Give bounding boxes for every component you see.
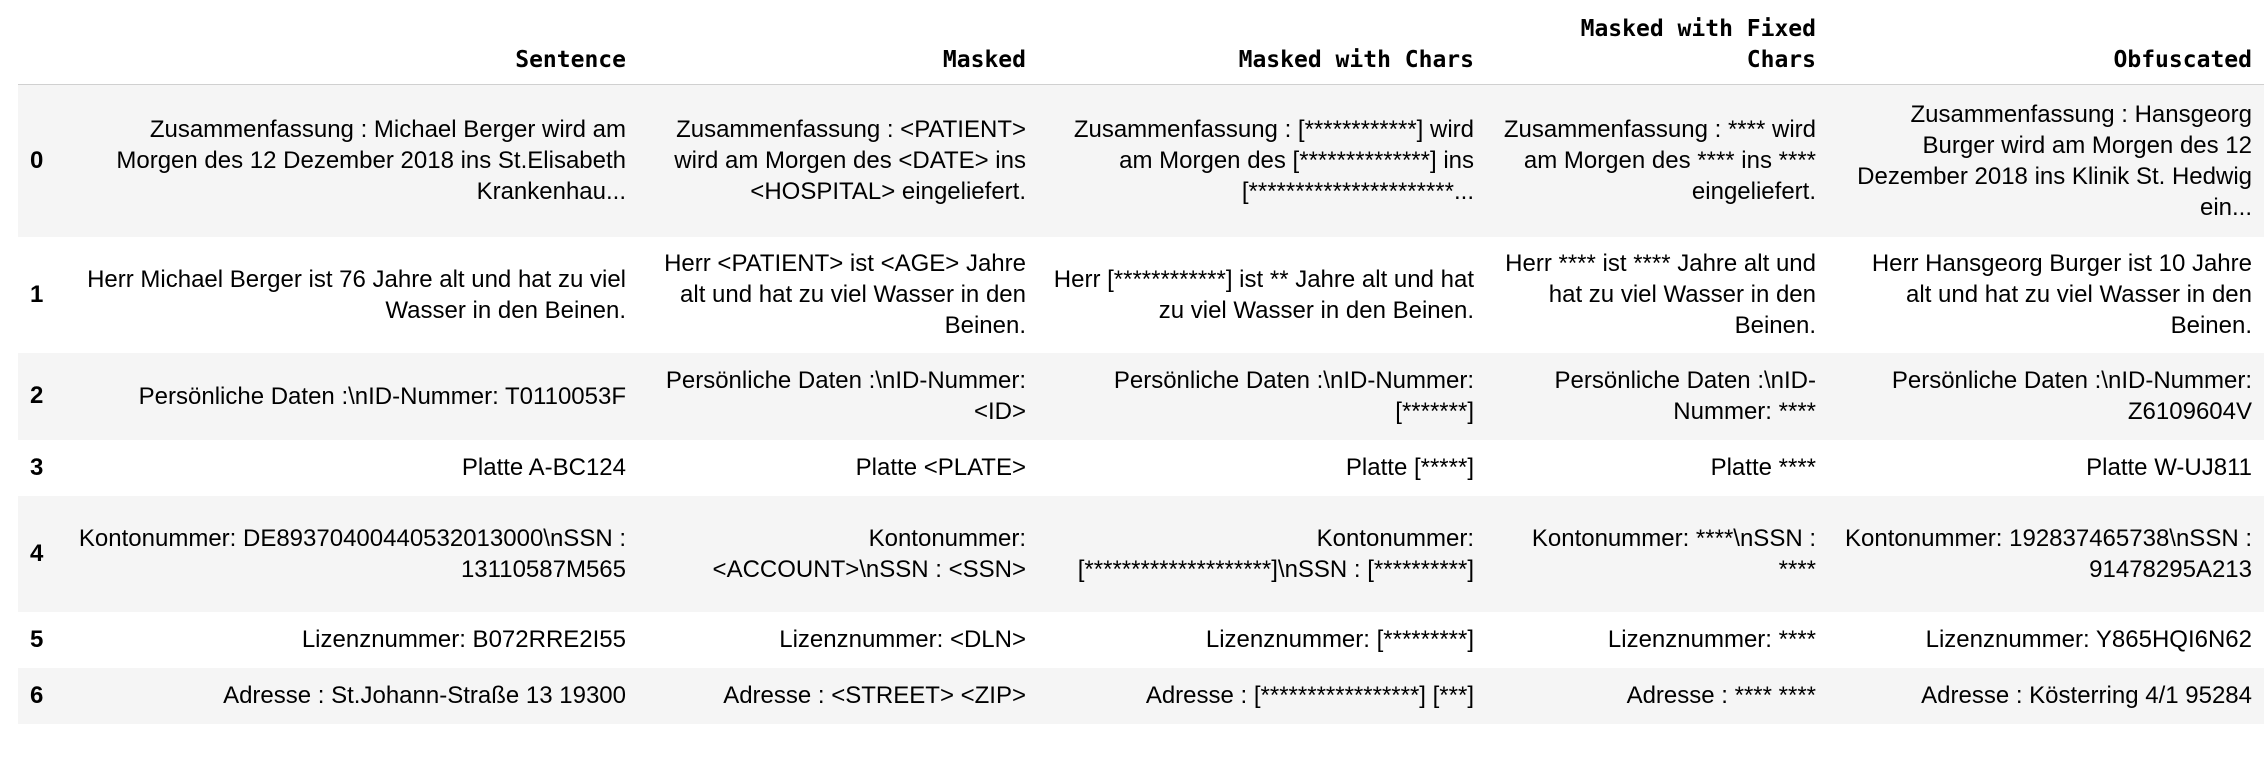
row-index: 1 [30,280,44,308]
cell-masked-with-chars: Herr [************] ist ** Jahre alt und… [1053,265,1474,324]
table-row: 1 Herr Michael Berger ist 76 Jahre alt u… [18,236,2264,353]
table-row: 3 Platte A-BC124 Platte <PLATE> Platte [… [18,439,2264,496]
dataframe-table: Sentence Masked Masked with Chars Masked… [18,0,2264,724]
row-index: 6 [30,681,44,709]
cell-sentence: Kontonummer: DE89370400440532013000\nSSN… [78,524,626,583]
cell-masked-with-fixed-chars: Zusammenfassung : **** wird am Morgen de… [1503,116,1816,206]
row-index: 2 [30,382,44,409]
cell-sentence: Zusammenfassung : Michael Berger wird am… [116,116,626,206]
cell-obfuscated: Herr Hansgeorg Burger ist 10 Jahre alt u… [1871,250,2252,339]
cell-masked-with-fixed-chars: Adresse : **** **** [1626,682,1816,709]
cell-masked-with-chars: Kontonummer: [********************]\nSSN… [1077,524,1474,583]
column-header-masked-with-chars: Masked with Chars [1038,0,1486,85]
cell-sentence: Platte A-BC124 [461,454,626,481]
cell-obfuscated: Persönliche Daten :\nID-Nummer: Z6109604… [1891,367,2252,425]
cell-obfuscated: Kontonummer: 192837465738\nSSN : 9147829… [1845,524,2252,583]
column-header-masked: Masked [638,0,1038,85]
cell-obfuscated: Lizenznummer: Y865HQI6N62 [1925,626,2252,653]
row-index: 0 [30,146,44,174]
column-header-masked-with-fixed-chars: Masked with Fixed Chars [1486,0,1828,85]
cell-obfuscated: Adresse : Kösterring 4/1 95284 [1921,682,2252,709]
cell-masked-with-fixed-chars: Kontonummer: ****\nSSN : **** [1531,524,1816,583]
column-header-obfuscated: Obfuscated [1828,0,2264,85]
cell-sentence: Lizenznummer: B072RRE2I55 [301,626,626,653]
dataframe-output: Sentence Masked Masked with Chars Masked… [18,0,2264,724]
table-row: 0 Zusammenfassung : Michael Berger wird … [18,84,2264,237]
cell-masked-with-chars: Zusammenfassung : [************] wird am… [1073,116,1474,206]
cell-masked: Zusammenfassung : <PATIENT> wird am Morg… [674,116,1026,206]
cell-masked-with-chars: Platte [*****] [1345,454,1474,481]
cell-masked: Herr <PATIENT> ist <AGE> Jahre alt und h… [664,250,1026,339]
cell-sentence: Persönliche Daten :\nID-Nummer: T0110053… [138,382,626,410]
cell-masked-with-fixed-chars: Persönliche Daten :\nID-Nummer: **** [1554,367,1816,425]
cell-sentence: Adresse : St.Johann-Straße 13 19300 [223,682,626,709]
cell-masked: Adresse : <STREET> <ZIP> [723,682,1026,709]
table-row: 5 Lizenznummer: B072RRE2I55 Lizenznummer… [18,611,2264,668]
table-row: 4 Kontonummer: DE89370400440532013000\nS… [18,495,2264,612]
cell-masked: Platte <PLATE> [855,454,1026,481]
row-index: 3 [30,453,44,481]
cell-masked: Lizenznummer: <DLN> [779,626,1026,653]
table-row: 6 Adresse : St.Johann-Straße 13 19300 Ad… [18,667,2264,724]
cell-obfuscated: Zusammenfassung : Hansgeorg Burger wird … [1857,100,2252,221]
cell-sentence: Herr Michael Berger ist 76 Jahre alt und… [87,265,626,324]
row-index: 4 [30,539,44,567]
column-header-sentence: Sentence [64,0,638,85]
cell-masked: Persönliche Daten :\nID-Nummer: <ID> [665,367,1026,425]
index-header [18,0,64,85]
table-row: 2 Persönliche Daten :\nID-Nummer: T01100… [18,352,2264,440]
header-row: Sentence Masked Masked with Chars Masked… [18,0,2264,85]
cell-masked: Kontonummer: <ACCOUNT>\nSSN : <SSN> [712,524,1026,583]
cell-masked-with-chars: Persönliche Daten :\nID-Nummer: [*******… [1113,367,1474,425]
cell-masked-with-fixed-chars: Lizenznummer: **** [1607,626,1816,653]
cell-obfuscated: Platte W-UJ811 [2086,454,2252,481]
cell-masked-with-chars: Lizenznummer: [*********] [1205,626,1474,653]
cell-masked-with-fixed-chars: Herr **** ist **** Jahre alt und hat zu … [1505,250,1816,339]
cell-masked-with-fixed-chars: Platte **** [1710,454,1816,481]
cell-masked-with-chars: Adresse : [*****************] [***] [1145,682,1474,709]
row-index: 5 [30,625,44,653]
